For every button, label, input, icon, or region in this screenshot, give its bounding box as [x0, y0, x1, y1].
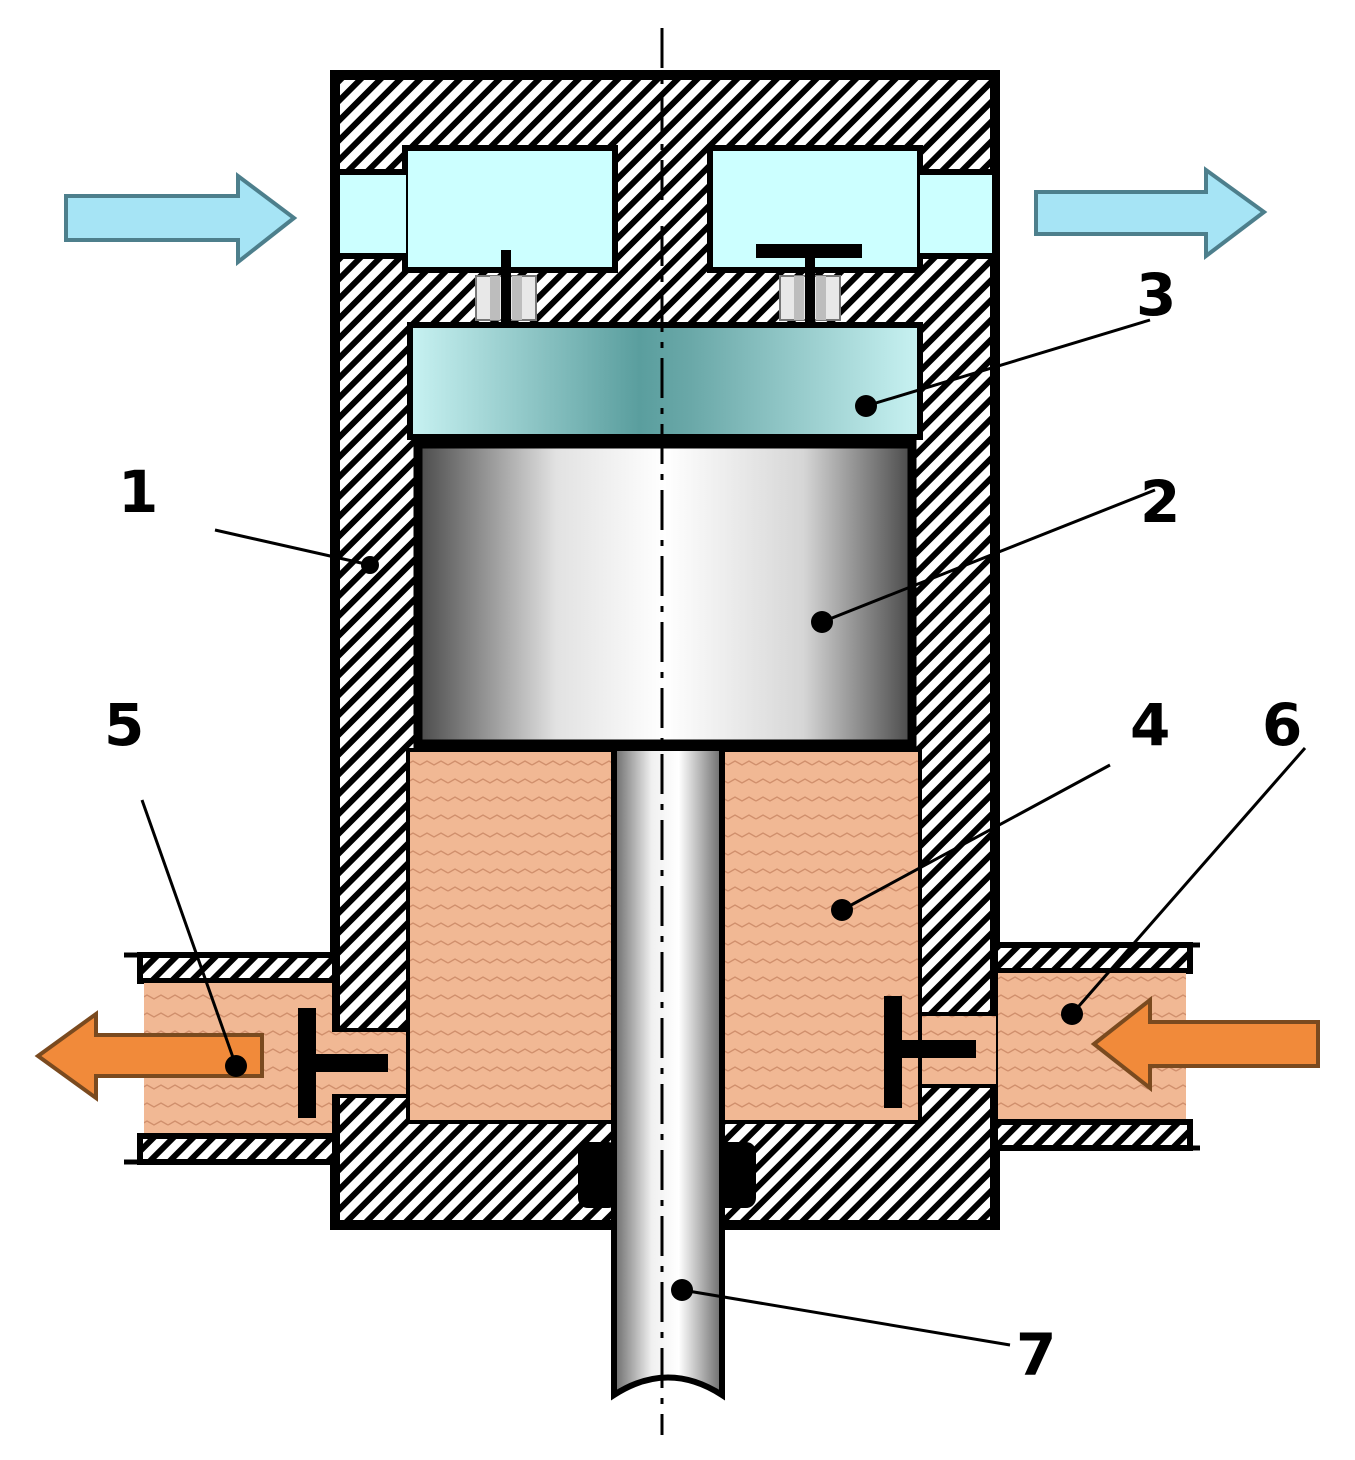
piston-rod: [611, 745, 725, 1401]
callout-3: 3: [1136, 261, 1176, 329]
leader-dots: [225, 395, 1083, 1301]
liquid-chamber: [406, 748, 922, 1124]
callout-5: 5: [104, 691, 144, 759]
callout-1: 1: [118, 458, 158, 526]
gas-inlet-arrow-icon: [64, 172, 298, 267]
gas-outlet-arrow-icon: [1034, 166, 1268, 261]
gas-chamber: [407, 322, 923, 440]
piston: [413, 439, 917, 749]
callout-2: 2: [1140, 468, 1180, 536]
liquid-inlet-arrow-icon: [1090, 995, 1320, 1093]
gas-discharge-valve: [756, 244, 862, 344]
gas-valve-chambers: [340, 145, 992, 273]
liquid-suction-valve: [884, 996, 976, 1108]
callout-7: 7: [1016, 1321, 1056, 1389]
leader-lines: [140, 318, 1307, 1347]
callout-6: 6: [1262, 691, 1302, 759]
rod-seal: [578, 1142, 756, 1208]
callout-4: 4: [1130, 691, 1170, 759]
liquid-discharge-valve: [298, 1008, 388, 1118]
